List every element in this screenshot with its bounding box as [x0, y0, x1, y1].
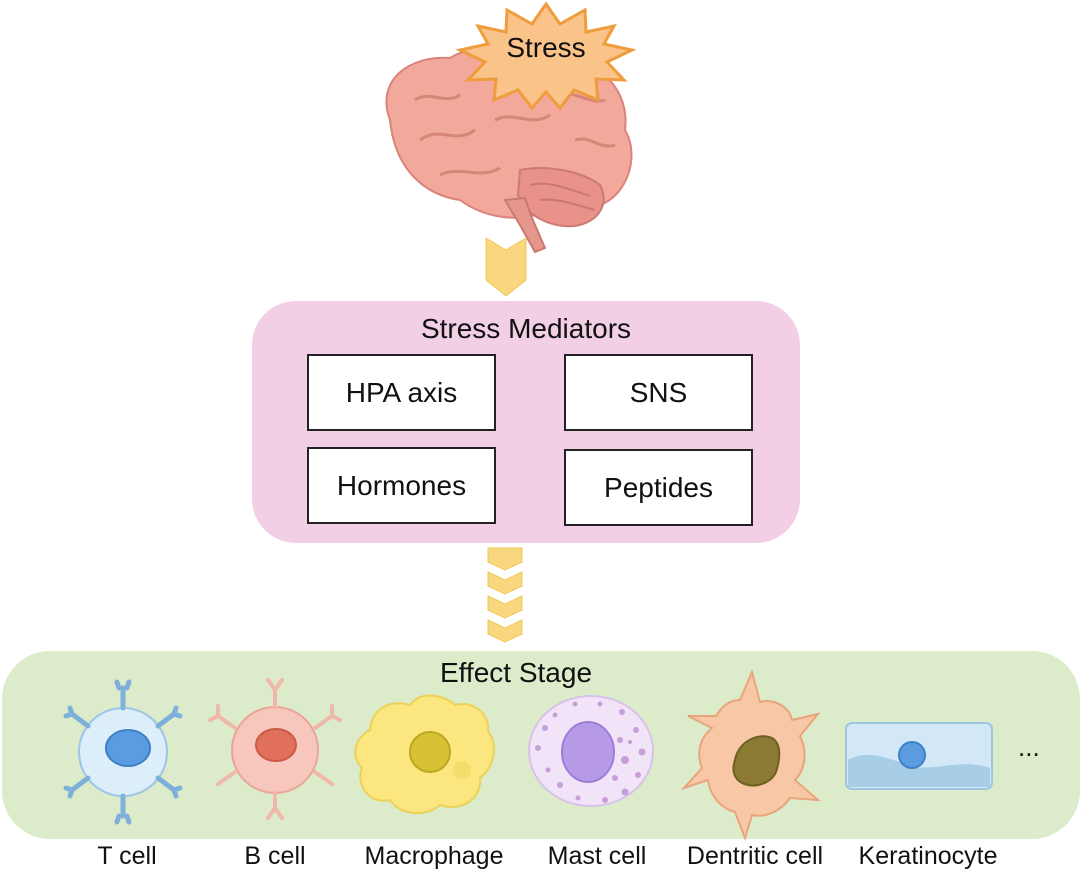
dendritic-cell-icon	[680, 668, 821, 842]
chevron-arrow-icon	[487, 547, 523, 643]
cell-label-macrophage: Macrophage	[364, 842, 504, 870]
starburst-icon	[455, 1, 637, 111]
stress-label: Stress	[506, 32, 586, 63]
mediator-label: SNS	[629, 376, 688, 408]
mediator-label: HPA axis	[345, 376, 458, 408]
stress-mediators-title: Stress Mediators	[420, 313, 632, 344]
mediator-box-peptides: Peptides	[564, 449, 753, 526]
cell-label-dendritic-cell: Dentritic cell	[686, 842, 824, 870]
keratinocyte-icon	[845, 722, 993, 790]
mediator-box-hpa-axis: HPA axis	[307, 354, 496, 431]
more-cells-ellipsis: ...	[1018, 732, 1040, 762]
cell-label-keratinocyte: Keratinocyte	[858, 842, 998, 870]
mediator-box-sns: SNS	[564, 354, 753, 431]
macrophage-icon	[354, 694, 495, 815]
cell-label-b-cell: B cell	[244, 842, 306, 870]
t-cell-icon	[63, 679, 183, 825]
cell-label-mast-cell: Mast cell	[547, 842, 647, 870]
effect-stage-title: Effect Stage	[439, 657, 593, 688]
b-cell-icon	[208, 678, 342, 820]
mediator-box-hormones: Hormones	[307, 447, 496, 524]
chevron-arrow-icon	[485, 237, 527, 297]
mast-cell-icon	[528, 695, 654, 807]
mediator-label: Peptides	[604, 471, 713, 503]
cell-label-t-cell: T cell	[97, 842, 157, 870]
mediator-label: Hormones	[336, 469, 467, 501]
